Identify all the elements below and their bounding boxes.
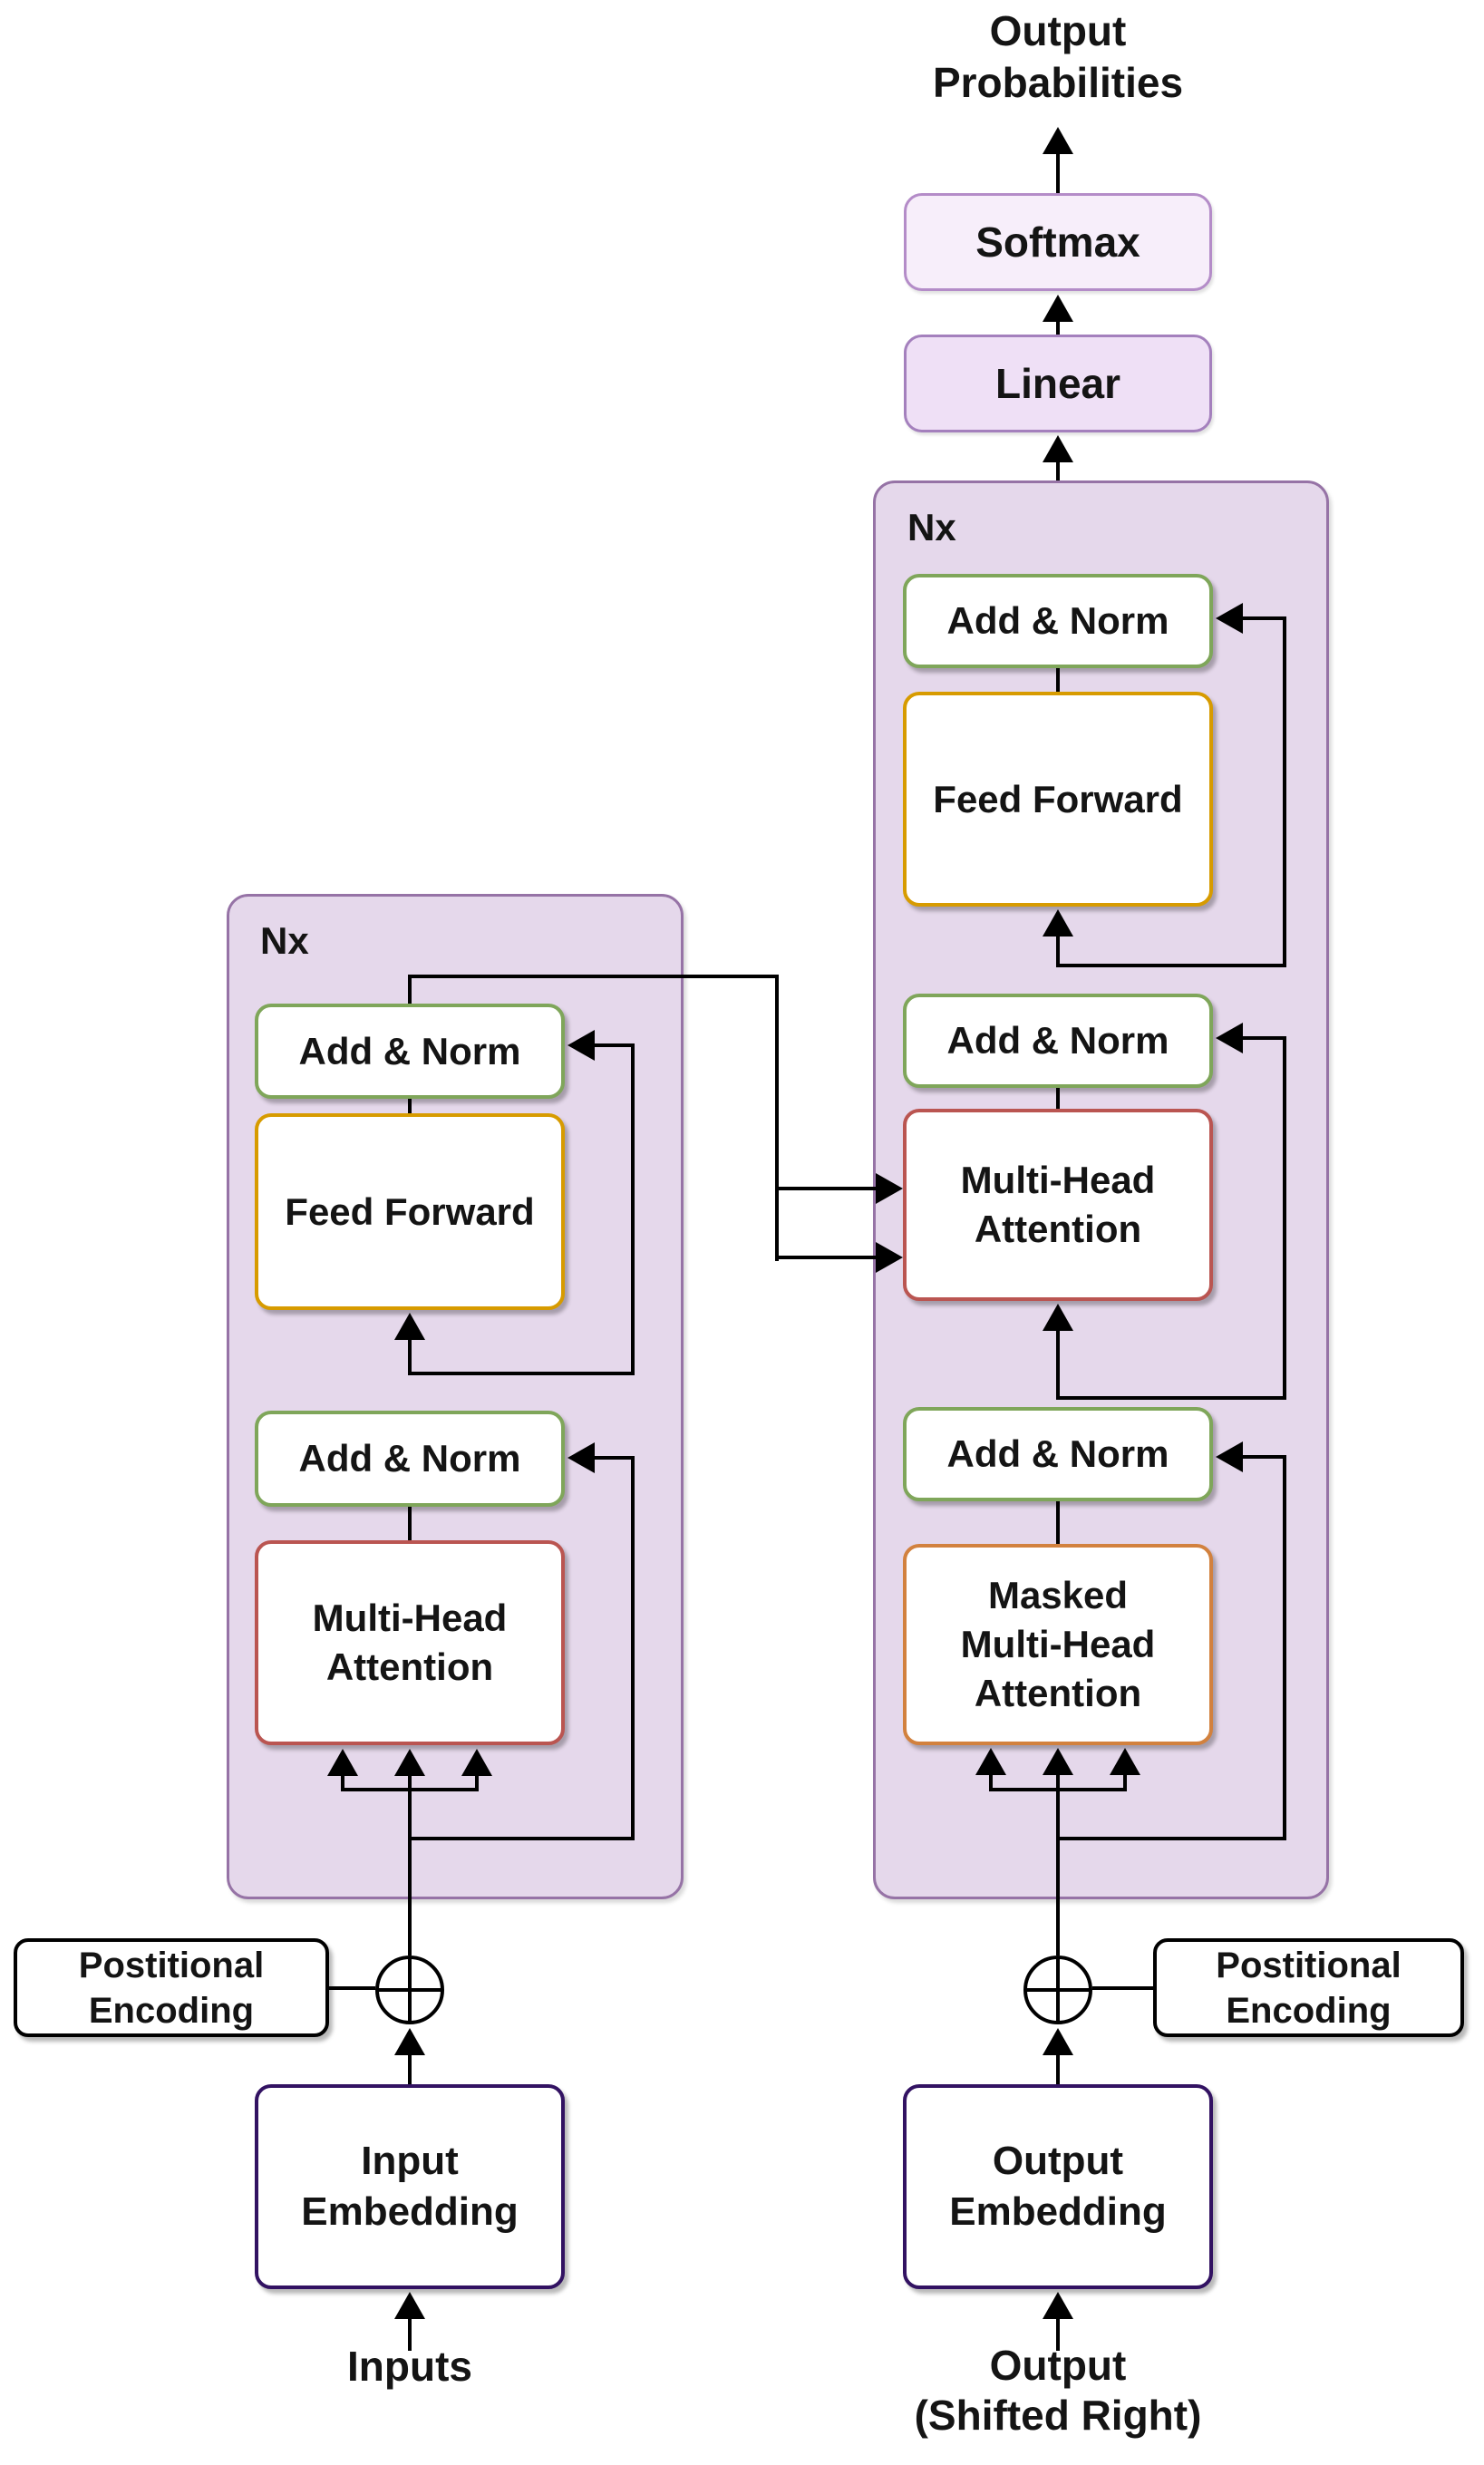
connector-line [408, 1340, 412, 1373]
residual-line [631, 1043, 635, 1375]
arrow-up-icon [1043, 2028, 1073, 2055]
decoder-multi-head-attention-box: Multi-Head Attention [903, 1109, 1213, 1301]
arrow-up-icon [1043, 127, 1073, 154]
connector-line [1092, 1986, 1153, 1990]
residual-line [1243, 1455, 1286, 1459]
encoder-feed-forward-box: Feed Forward [255, 1113, 565, 1310]
arrow-right-icon [876, 1242, 903, 1273]
arrow-up-icon [394, 2292, 425, 2319]
connector-line [408, 1507, 412, 1540]
arrow-left-icon [1216, 1023, 1243, 1053]
arrow-left-icon [567, 1442, 595, 1473]
arrow-left-icon [1216, 603, 1243, 634]
residual-line [595, 1456, 635, 1460]
connector-line [408, 1776, 412, 1956]
input-embedding-box: Input Embedding [255, 2084, 565, 2289]
connector-line [408, 2319, 412, 2351]
arrow-up-icon [1043, 1748, 1073, 1775]
arrow-left-icon [1216, 1441, 1243, 1472]
connector-line [1056, 1775, 1060, 1956]
residual-line [1056, 1837, 1286, 1840]
decoder-add-norm-middle-box: Add & Norm [903, 994, 1213, 1088]
connector-line [1056, 152, 1060, 193]
arrow-up-icon [394, 2028, 425, 2055]
connector-line [989, 1775, 993, 1790]
residual-line [1243, 616, 1286, 620]
residual-line [1243, 1036, 1286, 1040]
residual-line [1283, 1036, 1286, 1400]
encoder-add-norm-top-box: Add & Norm [255, 1004, 565, 1099]
arrow-up-icon [394, 1313, 425, 1340]
encoder-multi-head-attention-box: Multi-Head Attention [255, 1540, 565, 1745]
connector-line [475, 1776, 479, 1790]
cross-connection-line [408, 975, 779, 978]
connector-line [1056, 2055, 1060, 2084]
residual-line [408, 1372, 635, 1375]
decoder-feed-forward-box: Feed Forward [903, 692, 1213, 907]
plus-vertical [1056, 1959, 1060, 2021]
arrow-up-icon [1043, 295, 1073, 322]
connector-line [1123, 1775, 1127, 1790]
connector-line [1056, 1088, 1060, 1109]
plus-circle-icon [375, 1956, 444, 2024]
cross-connection-line [775, 1256, 876, 1259]
arrow-left-icon [567, 1030, 595, 1061]
encoder-nx-label: Nx [260, 919, 309, 962]
output-probabilities-title: Output Probabilities [932, 7, 1184, 106]
positional-encoding-left-box: Postitional Encoding [14, 1938, 329, 2037]
plus-vertical [408, 1959, 412, 2021]
linear-box: Linear [904, 335, 1212, 432]
connector-line [408, 2055, 412, 2084]
plus-circle-icon [1023, 1956, 1092, 2024]
softmax-box: Softmax [904, 193, 1212, 291]
residual-line [1283, 1455, 1286, 1840]
positional-encoding-right-box: Postitional Encoding [1153, 1938, 1464, 2037]
output-embedding-box: Output Embedding [903, 2084, 1213, 2289]
connector-line [1056, 668, 1060, 692]
cross-connection-line [775, 1187, 876, 1190]
connector-line [1056, 2319, 1060, 2351]
residual-line [1056, 964, 1286, 967]
arrow-up-icon [975, 1748, 1006, 1775]
connector-line [329, 1986, 375, 1990]
arrow-up-icon [1043, 435, 1073, 462]
residual-line [1283, 616, 1286, 967]
connector-line [408, 975, 412, 1004]
arrow-right-icon [876, 1173, 903, 1204]
inputs-label: Inputs [347, 2343, 472, 2390]
connector-line [1056, 1501, 1060, 1544]
encoder-add-norm-bottom-box: Add & Norm [255, 1411, 565, 1507]
residual-line [631, 1456, 635, 1840]
decoder-add-norm-bottom-box: Add & Norm [903, 1407, 1213, 1501]
connector-line [1056, 322, 1060, 335]
residual-line [595, 1043, 635, 1047]
arrow-up-icon [327, 1749, 358, 1776]
residual-line [408, 1837, 635, 1840]
connector-line [1056, 1331, 1060, 1398]
decoder-nx-label: Nx [907, 506, 956, 548]
connector-line [341, 1776, 344, 1790]
output-shifted-right-label: Output (Shifted Right) [914, 2342, 1202, 2439]
connector-line [408, 1099, 412, 1113]
cross-connection-line [775, 975, 779, 1261]
arrow-up-icon [1043, 2292, 1073, 2319]
residual-line [1056, 1396, 1286, 1400]
arrow-up-icon [1110, 1748, 1140, 1775]
arrow-up-icon [461, 1749, 492, 1776]
decoder-masked-multi-head-attention-box: Masked Multi-Head Attention [903, 1544, 1213, 1745]
arrow-up-icon [1043, 1304, 1073, 1331]
arrow-up-icon [1043, 909, 1073, 937]
decoder-add-norm-top-box: Add & Norm [903, 574, 1213, 668]
arrow-up-icon [394, 1749, 425, 1776]
connector-line [1056, 937, 1060, 966]
